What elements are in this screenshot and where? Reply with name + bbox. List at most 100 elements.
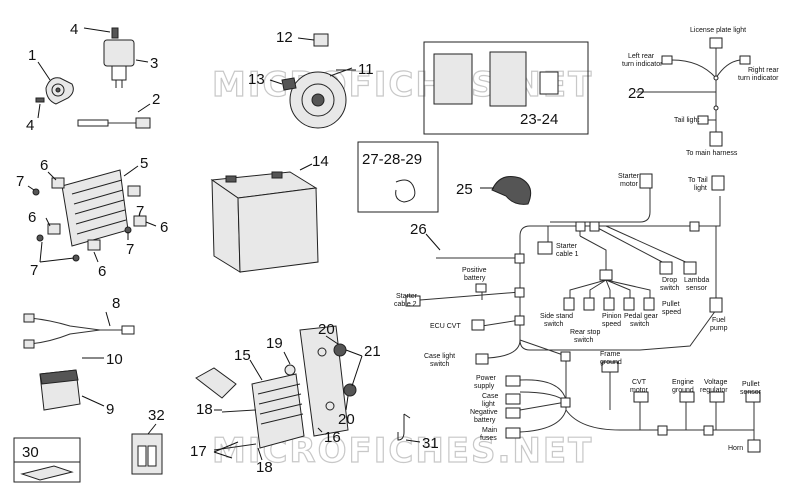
part-26-main-harness [405,173,761,453]
label-frame-ground-1: Frame [600,351,620,358]
callout-4b: 4 [26,117,34,134]
label-main-fuses-1: Main [482,427,497,434]
label-pullet-sensor-2: sensor [740,389,762,396]
label-engine-ground-2: ground [672,387,694,394]
part-14-battery [210,171,319,273]
label-frame-ground-2: ground [600,359,622,366]
label-cvt-motor-2: motor [630,387,649,394]
label-side-stand-2: switch [544,321,564,328]
part-23-24-box [423,41,589,135]
callout-3: 3 [150,55,158,72]
label-fuel-pump-1: Fuel [712,317,726,324]
part-1-switch [35,77,74,105]
label-rear-stop-1: Rear stop [570,329,600,336]
callout-7a: 7 [16,173,24,190]
label-case-light-1: Case light [424,353,455,360]
label-left-rear-1: Left rear [628,53,655,60]
part-11-horn [281,33,353,129]
callout-14: 14 [312,153,329,170]
label-positive-battery-1: Positive [462,267,487,274]
part-9-relay-block [39,369,81,411]
label-positive-battery-2: battery [464,275,486,282]
callout-6b: 6 [28,209,36,226]
label-drop-switch-2: switch [660,285,680,292]
label-pinion-speed-1: Pinion [602,313,622,320]
callout-11: 11 [358,61,374,78]
callout-21: 21 [364,343,381,360]
label-cvt-motor-1: CVT [632,379,647,386]
label-side-stand-1: Side stand [540,313,573,320]
part-5-ecu [32,169,147,262]
part-3-relay [103,27,135,88]
callout-30: 30 [22,444,39,461]
callout-12: 12 [276,29,293,46]
callout-27-29: 27-28-29 [362,151,422,168]
label-voltage-reg-1: Voltage [704,379,727,386]
label-neg-battery-1: Negative [470,409,498,416]
callout-20a: 20 [318,321,335,338]
part-25-clamp [491,176,532,205]
label-to-main-harness: To main harness [686,150,738,157]
callout-1: 1 [28,47,36,64]
label-pullet-sensor-1: Pullet [742,381,760,388]
watermark-top: MICROFICHES.NET [212,65,593,105]
callout-17: 17 [190,443,207,460]
label-case-light2-2: light [482,401,495,408]
callout-18a: 18 [196,401,213,418]
callout-31: 31 [422,435,439,452]
callout-25: 25 [456,181,473,198]
callout-2: 2 [152,91,160,108]
label-engine-ground-1: Engine [672,379,694,386]
callout-6a: 6 [40,157,48,174]
callout-26: 26 [410,221,427,238]
label-voltage-reg-2: regulator [700,387,728,394]
callout-7b: 7 [30,262,38,279]
label-tail-light: Tail light [674,117,699,124]
label-horn: Horn [728,445,743,452]
label-starter-motor-2: motor [620,181,639,188]
callout-6c: 6 [160,219,168,236]
callout-8: 8 [112,295,120,312]
label-neg-battery-2: battery [474,417,496,424]
part-22-rear-harness [636,37,751,147]
callout-32: 32 [148,407,165,424]
label-pullet-speed-2: speed [662,309,681,316]
label-right-rear-1: Right rear [748,67,779,74]
callout-16: 16 [324,429,341,446]
label-pullet-speed-1: Pullet [662,301,680,308]
part-32-connector [131,433,163,475]
callout-10: 10 [106,351,123,368]
label-starter-cable2-1: Starter [396,293,418,300]
callout-7d: 7 [136,203,144,220]
label-pedal-gear-2: switch [630,321,650,328]
callout-4a: 4 [70,21,78,38]
label-pinion-speed-2: speed [602,321,621,328]
label-left-rear-2: turn indicator [622,61,663,68]
label-case-light-2: switch [430,361,450,368]
label-power-supply-2: supply [474,383,495,390]
label-fuel-pump-2: pump [710,325,728,332]
part-8-cable [23,313,135,349]
callout-5: 5 [140,155,148,172]
callout-6d: 6 [98,263,106,280]
label-to-tail-light-1: To Tail [688,177,708,184]
label-starter-cable2-2: cable 2 [394,301,417,308]
callout-9: 9 [106,401,114,418]
callout-23-24: 23-24 [520,111,558,128]
label-rear-stop-2: switch [574,337,594,344]
callout-19: 19 [266,335,283,352]
callout-20b: 20 [338,411,355,428]
callout-15: 15 [234,347,251,364]
callout-22: 22 [628,85,645,102]
label-main-fuses-2: fuses [480,435,497,442]
part-31-spring [397,413,411,441]
label-power-supply-1: Power [476,375,497,382]
callout-18b: 18 [256,459,273,476]
label-right-rear-2: turn indicator [738,75,779,82]
part-15-regulator [195,325,357,451]
part-30-box [13,437,81,483]
label-to-tail-light-2: light [694,185,707,192]
callout-13: 13 [248,71,265,88]
label-lambda-sensor-1: Lambda [684,277,709,284]
